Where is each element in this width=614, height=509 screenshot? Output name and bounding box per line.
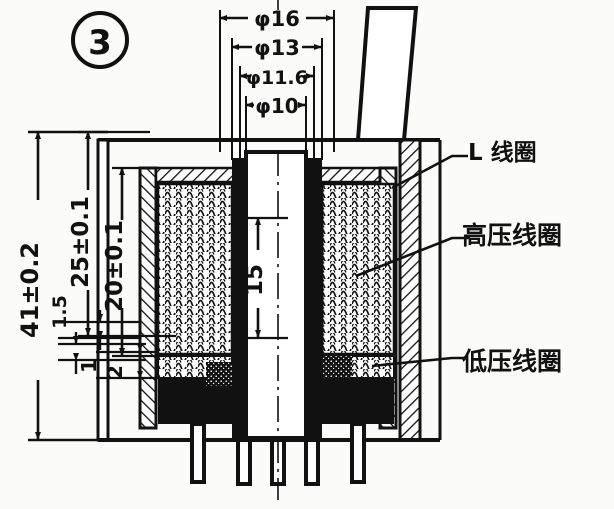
dim-phi11-6: φ11.6 [239, 67, 314, 89]
callout-lv-coil-label: 低压线圈 [461, 347, 562, 376]
diameter-dimension-rows: φ16 φ13 φ11.6 φ10 [219, 7, 334, 118]
callout-hv-coil-label: 高压线圈 [462, 221, 562, 250]
pin-4 [304, 438, 320, 486]
pin-5 [350, 422, 366, 484]
dim-2-label: 2 [103, 365, 127, 379]
dim-1: 1 [58, 332, 146, 374]
inner-sleeve [232, 158, 322, 438]
dim-20: 20±0.1 [102, 166, 176, 358]
pin-group [190, 422, 366, 486]
sleeve-right [306, 158, 322, 438]
dim-phi10: φ10 [245, 94, 306, 118]
core-center [244, 150, 308, 440]
pin-1 [190, 422, 206, 484]
sleeve-left [232, 158, 246, 438]
dim-15-label: 15 [242, 264, 268, 296]
dim-phi16: φ16 [219, 7, 334, 31]
figure-index-badge: 3 [71, 11, 129, 69]
callout-l-coil-label: L 线圈 [468, 139, 537, 166]
bobbin-top-flange-left [154, 166, 238, 184]
callout-leaders [355, 154, 470, 368]
outer-shell [96, 138, 442, 442]
leader-lv-coil [371, 356, 468, 368]
bobbin-left-wall [138, 166, 158, 430]
dim-phi13-label: φ13 [254, 36, 300, 60]
winding-left [156, 182, 234, 379]
diameter-extension-lines [219, 10, 335, 168]
leader-l-coil [391, 154, 468, 190]
dim-phi11-6-label: φ11.6 [246, 67, 308, 89]
dim-phi10-label: φ10 [255, 94, 298, 118]
dim-25-label: 25±0.1 [68, 196, 94, 288]
dim-phi13: φ13 [231, 36, 322, 60]
right-wall-hatch [398, 138, 422, 442]
leader-hv-coil [355, 236, 470, 278]
lv-coil-block-left [158, 362, 232, 424]
horn-part [355, 6, 419, 142]
dim-25: 25±0.1 [68, 130, 176, 338]
dim-1-5-label: 1.5 [49, 295, 71, 329]
dim-1-label: 1 [77, 359, 101, 373]
dim-20-label: 20±0.1 [102, 220, 128, 312]
winding-right [320, 182, 396, 379]
pin-2 [236, 438, 252, 486]
figure-index-text: 3 [88, 23, 112, 63]
lv-coil-block-right [322, 356, 394, 424]
dim-41-label: 41±0.2 [16, 242, 44, 338]
dim-2: 2 [96, 340, 158, 392]
dim-phi16-label: φ16 [254, 7, 300, 31]
dim-15: 15 [242, 216, 288, 340]
